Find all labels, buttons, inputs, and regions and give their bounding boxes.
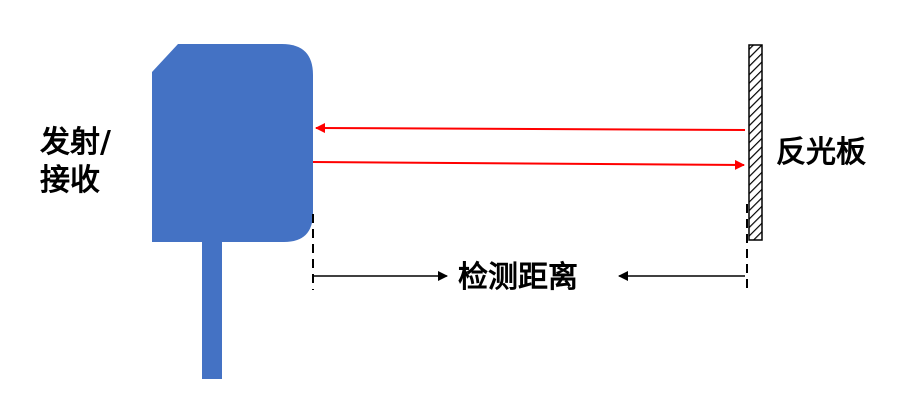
sensor-label-line1: 发射/ [40, 125, 111, 160]
emitted-beam-arrow [312, 159, 745, 170]
hatched-reflector-icon [748, 44, 763, 241]
sensor-label-line2: 接收 [40, 162, 100, 198]
reflected-beam-arrow [315, 123, 746, 134]
sensor-stem [202, 241, 222, 379]
sensor-body-icon [152, 44, 313, 242]
reflector-label: 反光板 [776, 135, 866, 170]
distance-label: 检测距离 [458, 260, 578, 295]
sensor-label: 发射/ 接收 [40, 124, 111, 199]
